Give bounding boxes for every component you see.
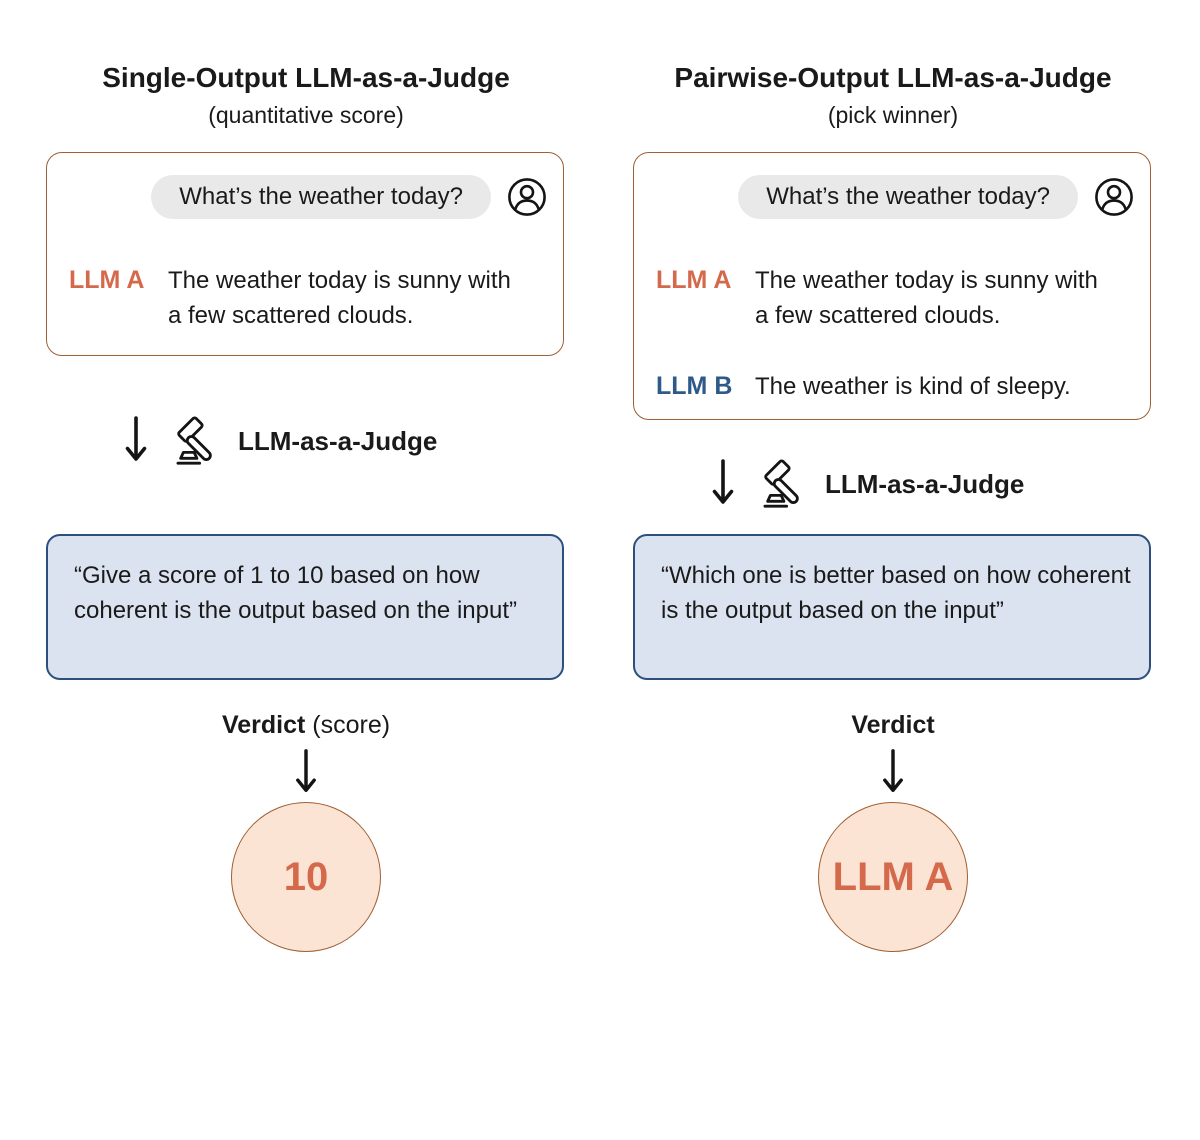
verdict-label: Verdict — [633, 711, 1153, 740]
verdict-note: (score) — [305, 711, 391, 739]
verdict-circle: 10 — [231, 802, 381, 952]
down-arrow-icon — [125, 416, 147, 461]
user-message-row: What’s the weather today? — [738, 175, 1134, 219]
gavel-icon — [763, 458, 801, 508]
down-arrow-icon — [712, 459, 734, 504]
column-subtitle: (quantitative score) — [208, 102, 404, 128]
down-arrow-icon — [296, 749, 316, 793]
judge-prompt-text: “Which one is better based on how cohere… — [661, 562, 1131, 624]
column-subtitle: (pick winner) — [827, 102, 959, 128]
judge-step-row: LLM-as-a-Judge — [711, 458, 1024, 510]
llm-a-label: LLM A — [656, 266, 732, 294]
verdict-title: Verdict — [221, 711, 306, 739]
llm-a-label: LLM A — [69, 266, 145, 294]
user-question-bubble: What’s the weather today? — [738, 175, 1078, 219]
llm-response-row: LLM B The weather is kind of sleepy. — [656, 369, 1100, 404]
llm-response-row: LLM A The weather today is sunny with a … — [69, 263, 513, 333]
user-question-bubble: What’s the weather today? — [151, 175, 491, 219]
judge-step-row: LLM-as-a-Judge — [124, 415, 437, 467]
verdict-value: LLM A — [832, 854, 954, 899]
down-arrow-icon — [883, 749, 903, 793]
verdict-value: 10 — [283, 854, 329, 899]
judge-label: LLM-as-a-Judge — [238, 425, 438, 456]
column-single-output: Single-Output LLM-as-a-Judge (quantitati… — [46, 0, 566, 1140]
llm-b-response-text: The weather is kind of sleepy. — [755, 373, 1071, 400]
user-avatar-icon — [508, 178, 546, 216]
judge-label: LLM-as-a-Judge — [825, 468, 1025, 499]
verdict-circle: LLM A — [818, 802, 968, 952]
column-title: Single-Output LLM-as-a-Judge — [102, 62, 510, 93]
verdict-title: Verdict — [851, 711, 935, 739]
llm-response-row: LLM A The weather today is sunny with a … — [656, 263, 1100, 333]
judge-prompt-box: “Which one is better based on how cohere… — [633, 534, 1151, 680]
chat-box: What’s the weather today? LLM A The weat… — [46, 152, 564, 356]
gavel-icon — [176, 415, 214, 465]
judge-prompt-text: “Give a score of 1 to 10 based on how co… — [74, 562, 517, 624]
chat-box: What’s the weather today? LLM A The weat… — [633, 152, 1151, 420]
column-pairwise-output: Pairwise-Output LLM-as-a-Judge (pick win… — [633, 0, 1153, 1140]
user-avatar-icon — [1095, 178, 1133, 216]
llm-a-response-text: The weather today is sunny with a few sc… — [168, 267, 511, 329]
llm-b-label: LLM B — [656, 372, 733, 400]
user-message-row: What’s the weather today? — [151, 175, 547, 219]
verdict-label: Verdict (score) — [46, 711, 566, 740]
judge-prompt-box: “Give a score of 1 to 10 based on how co… — [46, 534, 564, 680]
llm-a-response-text: The weather today is sunny with a few sc… — [755, 267, 1098, 329]
column-title: Pairwise-Output LLM-as-a-Judge — [674, 62, 1112, 93]
